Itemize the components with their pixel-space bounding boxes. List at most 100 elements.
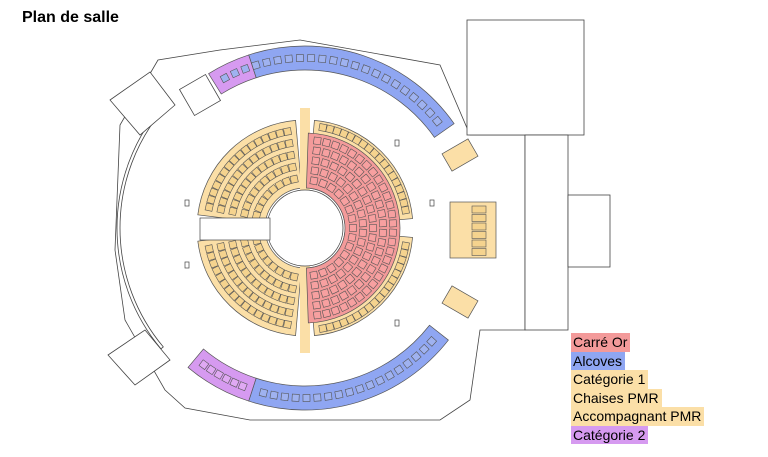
categorie-1-seat — [245, 172, 257, 183]
annex-room-right — [567, 194, 611, 268]
center-aisle — [199, 217, 271, 241]
categorie-1-seat — [242, 287, 254, 298]
categorie-1-seat — [253, 309, 264, 320]
categorie-1-seat — [249, 258, 260, 270]
categorie-1-seat — [223, 284, 235, 296]
categorie-1-seat — [338, 128, 349, 139]
alcove-seat — [360, 64, 371, 75]
categorie-1-seat — [271, 291, 282, 302]
legend-item-alcoves: Alcoves — [571, 351, 626, 370]
alcove-seat — [418, 343, 430, 355]
categorie-1-seat — [237, 281, 248, 293]
categorie-1-seat — [351, 135, 363, 146]
carre-or-seat — [312, 146, 321, 156]
categorie-1-seat — [374, 292, 386, 303]
carre-or-seat — [312, 300, 321, 310]
carre-or-seat — [374, 199, 385, 210]
carre-or-seat — [337, 165, 348, 177]
alcove-seat — [350, 60, 360, 71]
categorie-1-seat — [275, 128, 285, 138]
categorie-2-seat — [213, 369, 224, 380]
legend-item-accompagnant-pmr: Accompagnant PMR — [571, 407, 705, 426]
categorie-1-seat — [257, 162, 268, 173]
carre-or-seat — [344, 241, 355, 252]
categorie-1-seat — [255, 149, 266, 160]
categorie-1-seat — [259, 269, 271, 281]
carre-or-seat — [387, 209, 397, 219]
categorie-1-seat — [267, 261, 279, 272]
categorie-1-seat — [211, 180, 222, 191]
alcove-seat — [296, 54, 304, 62]
carre-or-seat — [358, 219, 367, 228]
carre-or-seat — [378, 182, 389, 193]
alcove-seat — [280, 392, 289, 402]
pillar — [394, 319, 400, 327]
categorie-1-seat — [271, 154, 282, 165]
categorie-1-seat — [253, 136, 264, 147]
categorie-1-seat — [259, 175, 271, 187]
categorie-1-seat — [397, 255, 407, 265]
carre-or-seat — [367, 166, 379, 178]
carre-or-seat — [330, 294, 341, 305]
categorie-1-seat — [338, 317, 349, 328]
carre-or-seat — [330, 151, 341, 162]
carre-or-seat — [318, 267, 328, 278]
alcove-seat — [307, 54, 316, 63]
alcove-seat — [323, 392, 333, 401]
categorie-1-seat — [383, 164, 395, 176]
categorie-1-seat — [379, 286, 390, 298]
carre-or-seat — [337, 279, 348, 291]
categorie-1-seat — [248, 153, 260, 164]
categorie-1-seat — [255, 296, 266, 307]
carre-or-seat — [357, 186, 368, 197]
carre-or-seat — [356, 209, 366, 219]
center-pit — [266, 189, 344, 267]
categorie-1-seat — [274, 265, 285, 277]
categorie-1-seat — [286, 150, 296, 160]
categorie-1-seat — [325, 322, 335, 332]
categorie-1-seat — [262, 300, 273, 311]
categorie-1-seat — [262, 255, 273, 267]
pillar — [184, 199, 190, 207]
pmr-block-top — [441, 138, 479, 172]
categorie-1-seat — [257, 249, 269, 261]
alcove-seat — [344, 387, 355, 397]
carre-or-seat — [320, 158, 330, 168]
categorie-1-seat — [211, 265, 222, 276]
categorie-1-seat — [369, 297, 380, 309]
categorie-1-seat — [345, 131, 356, 142]
categorie-1-seat — [267, 184, 279, 195]
categorie-1-seat — [387, 274, 398, 286]
alcove-seat — [393, 364, 405, 376]
entrance-room-top — [109, 71, 176, 136]
categorie-1-seat — [280, 281, 290, 292]
carre-or-seat — [348, 254, 359, 265]
categorie-1-seat — [260, 133, 271, 144]
categorie-1-seat — [234, 149, 246, 161]
categorie-1-seat — [240, 267, 252, 278]
categorie-1-seat — [215, 272, 226, 283]
categorie-1-seat — [286, 296, 296, 306]
carre-or-seat — [377, 209, 387, 219]
categorie-1-seat — [227, 175, 239, 187]
categorie-1-seat — [223, 160, 235, 172]
carre-or-seat — [351, 266, 363, 278]
alcove-seat — [371, 68, 382, 79]
carre-or-seat — [327, 171, 338, 183]
categorie-1-seat — [218, 197, 228, 207]
alcove-seat — [284, 54, 293, 63]
carre-or-seat — [321, 148, 331, 158]
carre-or-seat — [327, 273, 338, 285]
categorie-1-seat — [391, 268, 402, 279]
pmr-seat — [471, 239, 487, 248]
categorie-1-seat — [242, 201, 252, 211]
alcove-seat — [426, 336, 438, 347]
categorie-1-seat — [374, 153, 386, 164]
alcove-seat — [399, 85, 411, 96]
categorie-1-seat — [206, 251, 216, 261]
categorie-1-seat — [387, 170, 398, 182]
carre-or-seat — [368, 214, 377, 223]
carre-or-seat — [335, 268, 347, 280]
categorie-1-seat — [269, 303, 280, 314]
pmr-block-bottom — [441, 285, 479, 319]
